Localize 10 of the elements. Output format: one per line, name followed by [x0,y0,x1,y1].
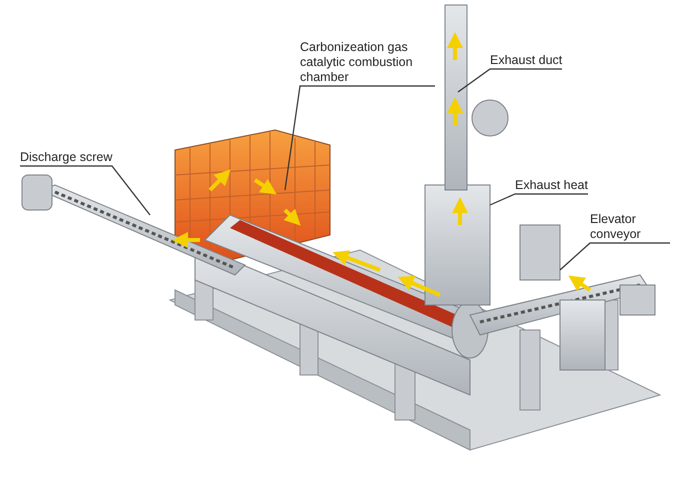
leader-line [458,68,562,92]
part-label: Carbonizeation gas catalytic combustion chamber [300,40,435,85]
part-label: Elevator conveyor [590,212,670,242]
leader-line [20,165,150,216]
part-label: Exhaust heat [515,178,588,193]
part-label: Exhaust duct [490,53,562,68]
part-label: Discharge screw [20,150,112,165]
leader-line [490,193,588,206]
leader-line [560,242,670,270]
leader-line [284,85,435,190]
